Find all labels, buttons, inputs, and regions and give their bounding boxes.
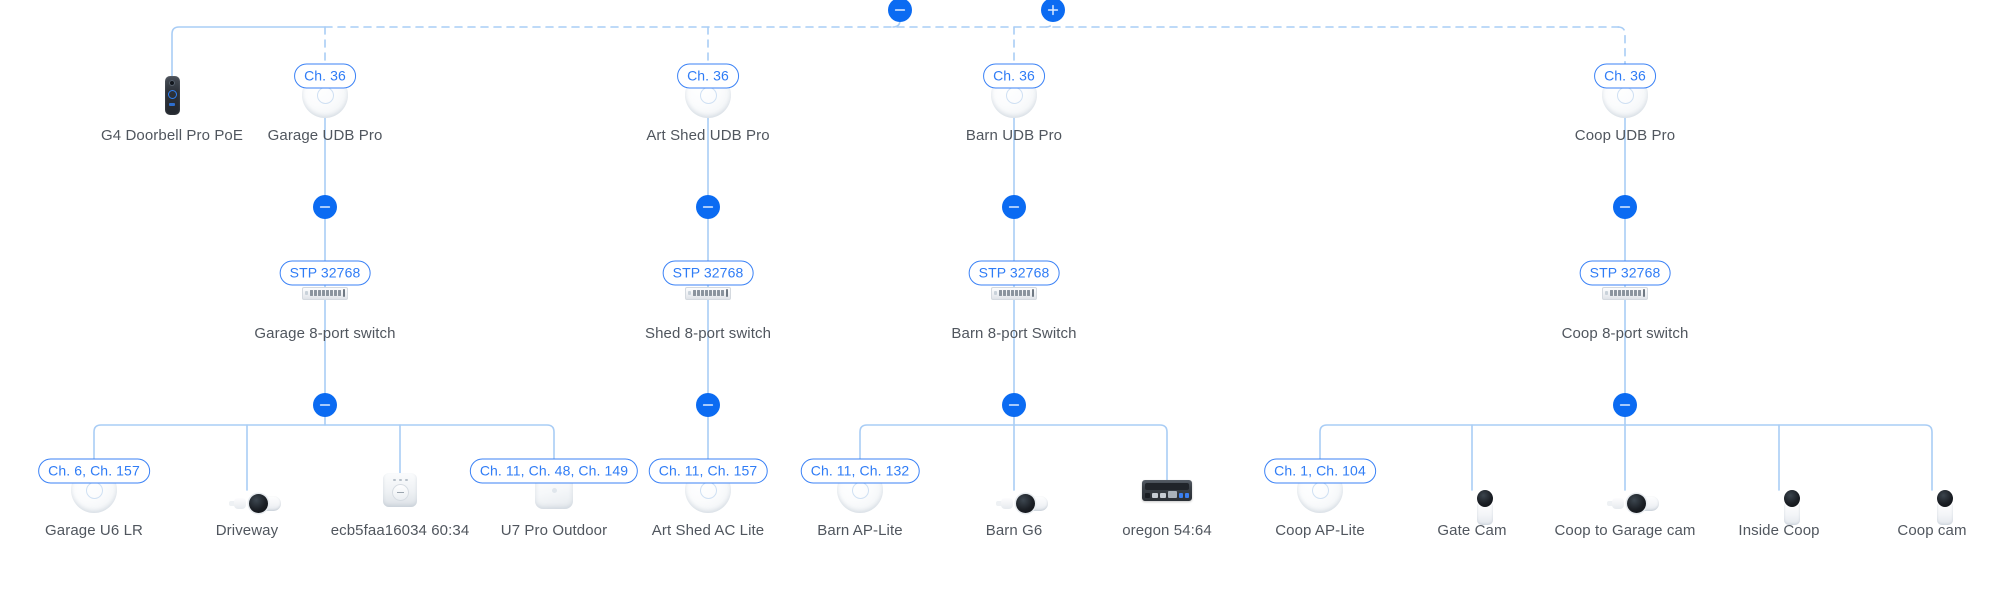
channel-badge-artshed-udb: Ch. 36 bbox=[677, 63, 739, 89]
artshed-udb-collapse-toggle[interactable] bbox=[696, 195, 720, 219]
link-coop-bus bbox=[1319, 424, 1933, 491]
node-g4-doorbell-pro-poe-label: G4 Doorbell Pro PoE bbox=[101, 127, 243, 144]
node-barn-g6-label: Barn G6 bbox=[985, 522, 1043, 539]
node-coop-8-port-switch[interactable]: Coop 8-port switch bbox=[1510, 265, 1740, 342]
minus-icon bbox=[319, 404, 331, 406]
barn-switch-collapse-toggle[interactable] bbox=[1002, 393, 1026, 417]
root-expand-toggle[interactable] bbox=[1041, 0, 1065, 22]
node-garage-u6-lr-label: Garage U6 LR bbox=[45, 522, 143, 539]
channel-badge-coop-udb: Ch. 36 bbox=[1594, 63, 1656, 89]
node-barn-8-port-switch-icon-slot[interactable] bbox=[991, 265, 1037, 321]
node-coop-ap-lite-label: Coop AP-Lite bbox=[1275, 522, 1365, 539]
node-coop-8-port-switch-icon-slot[interactable] bbox=[1602, 265, 1648, 321]
minus-icon bbox=[319, 206, 331, 208]
node-garage-8-port-switch-icon-slot[interactable] bbox=[302, 265, 348, 321]
channel-badge-barn-udb: Ch. 36 bbox=[983, 63, 1045, 89]
node-coop-udb-pro-label: Coop UDB Pro bbox=[1574, 127, 1676, 144]
node-driveway[interactable]: Driveway bbox=[132, 462, 362, 539]
node-barn-g6[interactable]: Barn G6 bbox=[899, 462, 1129, 539]
node-driveway-label: Driveway bbox=[215, 522, 279, 539]
node-u7-pro-outdoor-label: U7 Pro Outdoor bbox=[500, 522, 608, 539]
stp-badge-coop-switch: STP 32768 bbox=[1579, 260, 1671, 286]
channel-badge-art-shed-ac-lite: Ch. 11, Ch. 157 bbox=[648, 458, 768, 484]
node-ecb5faa16034-6034-label: ecb5faa16034 60:34 bbox=[330, 522, 470, 539]
barn-udb-collapse-toggle[interactable] bbox=[1002, 195, 1026, 219]
stp-badge-shed-switch: STP 32768 bbox=[662, 260, 754, 286]
node-coop-to-garage-cam-label: Coop to Garage cam bbox=[1554, 522, 1696, 539]
node-ecb5faa16034-6034[interactable]: ecb5faa16034 60:34 bbox=[285, 462, 515, 539]
channel-badge-u7-pro-outdoor: Ch. 11, Ch. 48, Ch. 149 bbox=[469, 458, 639, 484]
channel-badge-barn-ap-lite: Ch. 11, Ch. 132 bbox=[800, 458, 920, 484]
node-garage-8-port-switch[interactable]: Garage 8-port switch bbox=[210, 265, 440, 342]
node-shed-8-port-switch-icon-slot[interactable] bbox=[685, 265, 731, 321]
link-root-trunk-solid bbox=[171, 26, 326, 111]
node-coop-to-garage-cam[interactable]: Coop to Garage cam bbox=[1510, 462, 1740, 539]
node-shed-8-port-switch-label: Shed 8-port switch bbox=[644, 325, 772, 342]
node-art-shed-udb-pro-label: Art Shed UDB Pro bbox=[646, 127, 770, 144]
node-garage-udb-pro-label: Garage UDB Pro bbox=[267, 127, 383, 144]
link-garage-bus bbox=[93, 424, 555, 472]
node-inside-coop[interactable]: Inside Coop bbox=[1664, 462, 1894, 539]
node-ecb5faa16034-6034-icon-slot[interactable] bbox=[383, 462, 417, 518]
node-coop-8-port-switch-label: Coop 8-port switch bbox=[1561, 325, 1689, 342]
channel-badge-garage-u6lr: Ch. 6, Ch. 157 bbox=[38, 458, 150, 484]
node-coop-cam[interactable]: Coop cam bbox=[1817, 462, 2000, 539]
minus-icon bbox=[1619, 404, 1631, 406]
stp-badge-garage-switch: STP 32768 bbox=[279, 260, 371, 286]
node-shed-8-port-switch[interactable]: Shed 8-port switch bbox=[593, 265, 823, 342]
square-device-icon bbox=[383, 473, 417, 507]
minus-icon bbox=[1008, 404, 1020, 406]
node-g4-doorbell-pro-poe[interactable]: G4 Doorbell Pro PoE bbox=[57, 67, 287, 144]
switch-icon bbox=[1602, 286, 1648, 300]
node-oregon-5464-label: oregon 54:64 bbox=[1122, 522, 1212, 539]
node-g4-doorbell-pro-poe-icon-slot[interactable] bbox=[164, 67, 180, 123]
node-barn-8-port-switch-label: Barn 8-port Switch bbox=[951, 325, 1077, 342]
node-oregon-5464[interactable]: oregon 54:64 bbox=[1052, 462, 1282, 539]
switch-icon bbox=[991, 286, 1037, 300]
link-root-to-coop-udb bbox=[1617, 26, 1626, 77]
node-barn-ap-lite-label: Barn AP-Lite bbox=[817, 522, 903, 539]
switch-icon bbox=[685, 286, 731, 300]
node-gate-cam[interactable]: Gate Cam bbox=[1357, 462, 1587, 539]
coop-switch-collapse-toggle[interactable] bbox=[1613, 393, 1637, 417]
node-inside-coop-label: Inside Coop bbox=[1738, 522, 1820, 539]
node-barn-8-port-switch[interactable]: Barn 8-port Switch bbox=[899, 265, 1129, 342]
node-garage-8-port-switch-label: Garage 8-port switch bbox=[254, 325, 396, 342]
node-art-shed-ac-lite-label: Art Shed AC Lite bbox=[651, 522, 765, 539]
garage-udb-collapse-toggle[interactable] bbox=[313, 195, 337, 219]
switch-icon bbox=[302, 286, 348, 300]
minus-icon bbox=[702, 206, 714, 208]
coop-udb-collapse-toggle[interactable] bbox=[1613, 195, 1637, 219]
mini-pc-icon bbox=[1142, 479, 1192, 501]
shed-switch-collapse-toggle[interactable] bbox=[696, 393, 720, 417]
root-collapse-toggle[interactable] bbox=[888, 0, 912, 22]
minus-icon bbox=[1619, 206, 1631, 208]
minus-icon bbox=[702, 404, 714, 406]
minus-icon bbox=[894, 9, 906, 11]
channel-badge-garage-udb: Ch. 36 bbox=[294, 63, 356, 89]
stp-badge-barn-switch: STP 32768 bbox=[968, 260, 1060, 286]
minus-icon bbox=[1008, 206, 1020, 208]
channel-badge-coop-ap-lite: Ch. 1, Ch. 104 bbox=[1264, 458, 1376, 484]
plus-icon bbox=[1047, 4, 1059, 16]
node-gate-cam-label: Gate Cam bbox=[1437, 522, 1507, 539]
node-barn-udb-pro-label: Barn UDB Pro bbox=[965, 127, 1063, 144]
node-coop-cam-label: Coop cam bbox=[1897, 522, 1967, 539]
garage-switch-collapse-toggle[interactable] bbox=[313, 393, 337, 417]
doorbell-icon bbox=[164, 75, 180, 115]
node-oregon-5464-icon-slot[interactable] bbox=[1142, 462, 1192, 518]
